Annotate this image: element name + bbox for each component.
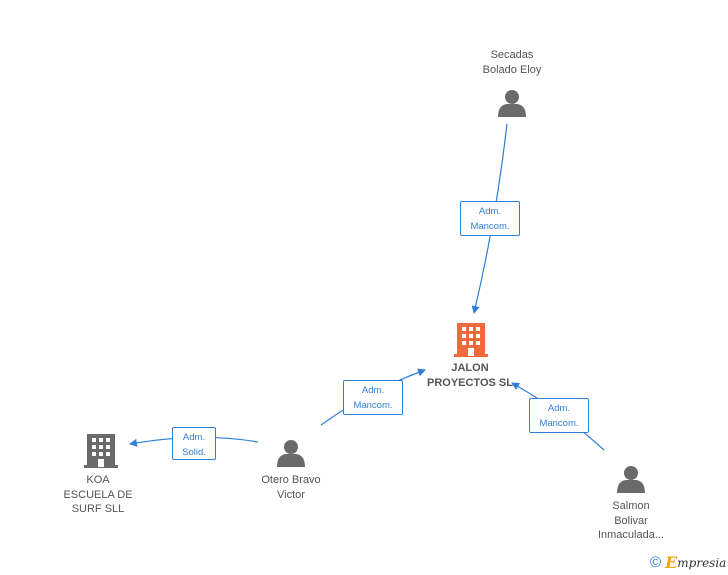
node-name-line: Salmon bbox=[612, 500, 650, 512]
person-icon bbox=[277, 440, 305, 467]
node-koa-label[interactable]: KOA ESCUELA DE SURF SLL bbox=[48, 473, 148, 517]
node-name-line: Otero Bravo bbox=[261, 474, 321, 486]
copyright-icon: © bbox=[650, 554, 662, 571]
building-icon bbox=[84, 434, 118, 468]
brand-name: mpresia bbox=[677, 555, 727, 570]
node-otero-label[interactable]: Otero Bravo Victor bbox=[241, 473, 341, 502]
node-jalon-label[interactable]: JALON PROYECTOS SL bbox=[410, 361, 530, 390]
person-icon bbox=[617, 466, 645, 493]
node-name-line: Bolivar bbox=[614, 514, 648, 527]
node-name-line: KOA bbox=[86, 474, 110, 486]
person-icon bbox=[498, 90, 526, 117]
node-name-line: Secadas bbox=[490, 49, 534, 61]
edge-label-salmon-jalon[interactable]: Adm. Mancom. bbox=[529, 398, 589, 433]
role-line: Adm. bbox=[478, 206, 502, 217]
copyright-brand: © E mpresia bbox=[650, 553, 726, 572]
node-name-line: Bolado Eloy bbox=[482, 63, 542, 76]
node-name-line: Inmaculada... bbox=[597, 529, 665, 541]
role-line: Mancom. bbox=[470, 221, 510, 232]
node-name-line: PROYECTOS SL bbox=[427, 376, 513, 389]
node-salmon-label[interactable]: Salmon Bolivar Inmaculada... bbox=[581, 499, 681, 543]
role-line: Adm. bbox=[361, 385, 385, 396]
building-icon bbox=[454, 323, 488, 357]
node-name-line: SURF SLL bbox=[71, 503, 125, 515]
edge-label-secadas-jalon[interactable]: Adm. Mancom. bbox=[460, 201, 520, 236]
role-line: Solid. bbox=[182, 447, 206, 458]
node-name-line: JALON bbox=[451, 362, 489, 374]
node-name-line: Victor bbox=[277, 488, 305, 501]
node-secadas-label[interactable]: Secadas Bolado Eloy bbox=[462, 48, 562, 77]
edge-label-otero-koa[interactable]: Adm. Solid. bbox=[172, 427, 216, 460]
role-line: Adm. bbox=[547, 403, 571, 414]
role-line: Mancom. bbox=[353, 400, 393, 411]
role-line: Adm. bbox=[182, 432, 206, 443]
brand-initial: E bbox=[665, 553, 678, 572]
node-name-line: ESCUELA DE bbox=[63, 488, 133, 501]
edge-label-otero-jalon[interactable]: Adm. Mancom. bbox=[343, 380, 403, 415]
role-line: Mancom. bbox=[539, 418, 579, 429]
